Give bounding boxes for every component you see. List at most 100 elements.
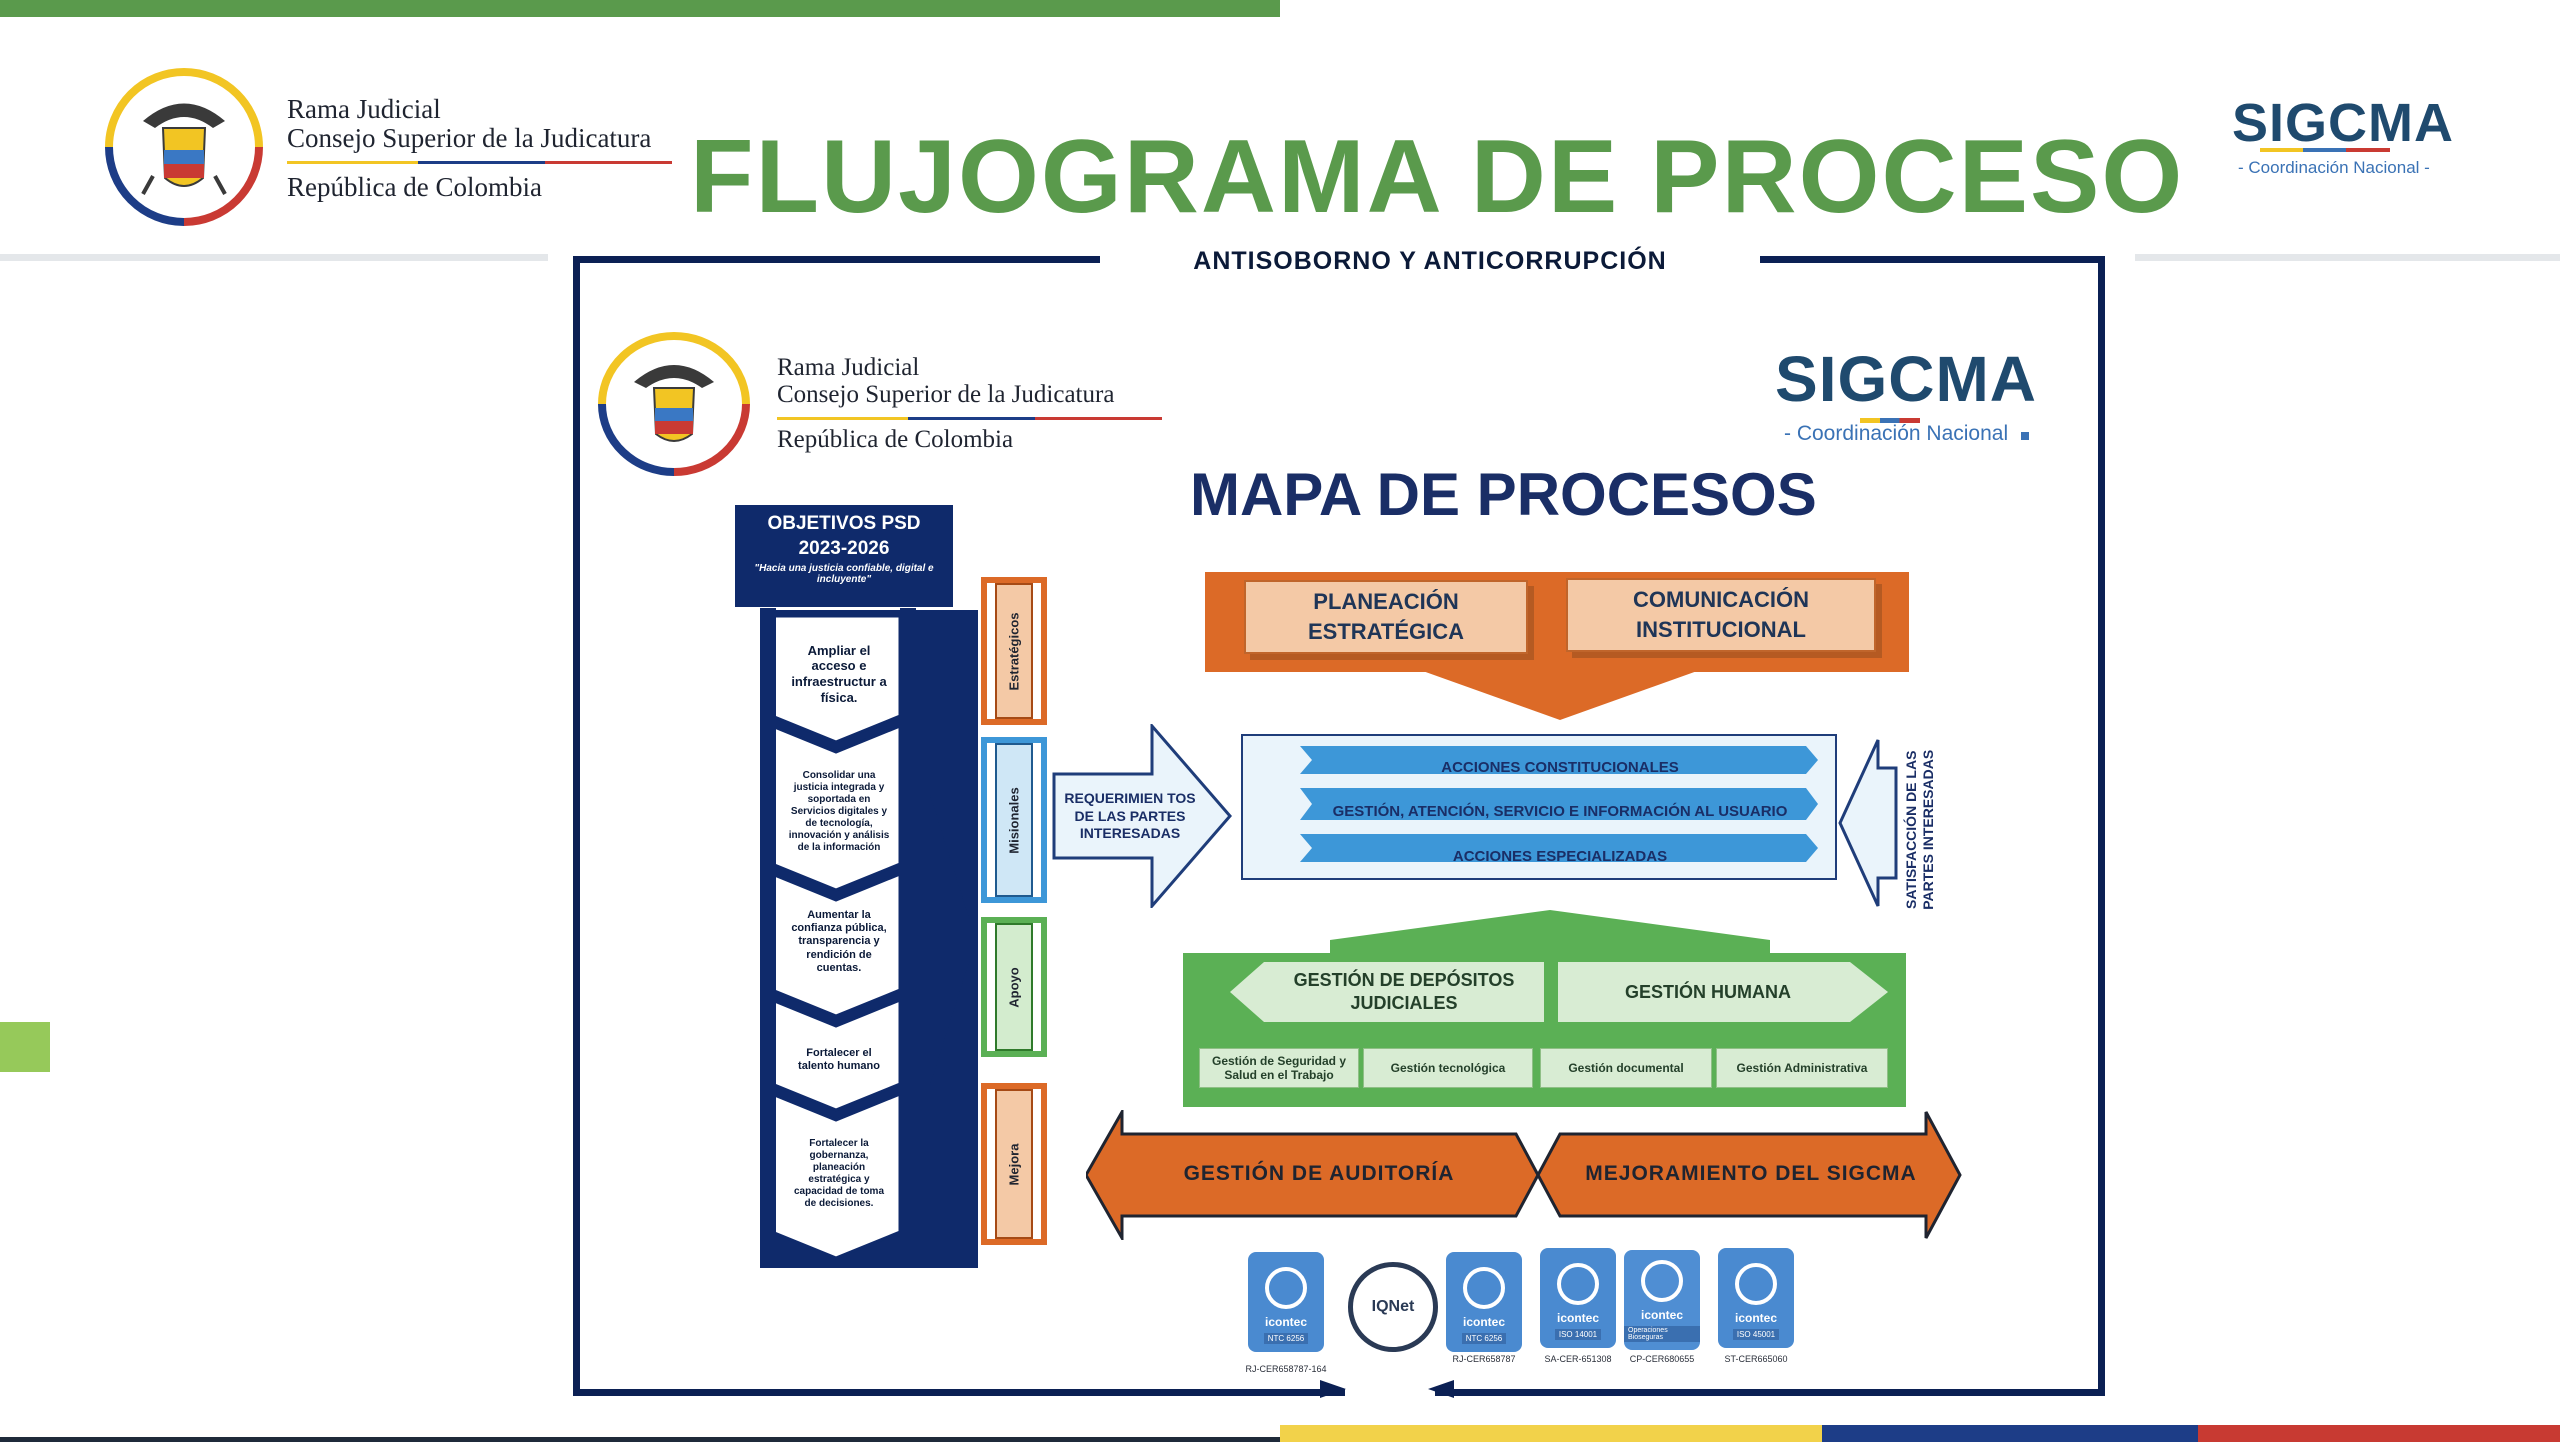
certification-icon xyxy=(1265,1267,1307,1309)
divider-left xyxy=(0,254,548,261)
missional-process-1: ACCIONES CONSTITUCIONALES xyxy=(1441,759,1679,776)
satisfaction-label: SATISFACCIÓN DE LAS PARTES INTERESADAS xyxy=(1903,750,1937,910)
cert-standard-4: ISO 14001 xyxy=(1554,1329,1602,1340)
certification-icon xyxy=(1641,1260,1683,1302)
map-sigcma-logo-text: SIGCMA xyxy=(1775,343,2037,415)
cert-badge-5: icontec Operaciones Bioseguras xyxy=(1624,1250,1700,1350)
category-improvement: Mejora xyxy=(981,1083,1047,1245)
cert-badge-2: IQNet xyxy=(1348,1262,1438,1352)
cert-badge-3: icontec NTC 6256 xyxy=(1446,1252,1522,1352)
process-gestion-humana: GESTIÓN HUMANA xyxy=(1625,981,1791,1002)
flag-stripe-blue xyxy=(1822,1425,2198,1442)
satisfaction-label-wrap: SATISFACCIÓN DE LAS PARTES INTERESADAS xyxy=(1892,745,1948,915)
objective-item-5: Fortalecer la gobernanza, planeación est… xyxy=(793,1138,885,1209)
cert-standard-3: NTC 6256 xyxy=(1461,1333,1507,1344)
frame-arrow-right-icon xyxy=(1428,1380,1454,1398)
objective-item-4: Fortalecer el talento humano xyxy=(798,1046,880,1072)
cert-name-4: icontec xyxy=(1556,1311,1599,1325)
subprocess-seguridad-salud: Gestión de Seguridad y Salud en el Traba… xyxy=(1199,1048,1359,1088)
cert-badge-1: icontec NTC 6256 xyxy=(1248,1252,1324,1352)
cert-badge-4: icontec ISO 14001 xyxy=(1540,1248,1616,1348)
missional-process-3: ACCIONES ESPECIALIZADAS xyxy=(1452,848,1668,865)
subprocess-gestion-tecnologica: Gestión tecnológica xyxy=(1363,1048,1533,1088)
map-brand-line-1: Rama Judicial xyxy=(777,354,920,381)
process-planeacion-estrategica: PLANEACIÓN ESTRATÉGICA xyxy=(1244,580,1528,654)
certification-icon xyxy=(1557,1263,1599,1305)
missional-process-2: GESTIÓN, ATENCIÓN, SERVICIO E INFORMACIÓ… xyxy=(1332,803,1788,820)
map-sigcma-flag-rule xyxy=(1860,418,1920,423)
requirements-label: REQUERIMIEN TOS DE LAS PARTES INTERESADA… xyxy=(1064,790,1196,841)
improvement-arrows xyxy=(1086,1110,1962,1240)
subprocess-gestion-documental: Gestión documental xyxy=(1540,1048,1712,1088)
objectives-header: OBJETIVOS PSD 2023-2026 "Hacia una justi… xyxy=(735,505,953,607)
category-strategic-label: Estratégicos xyxy=(1006,611,1022,691)
objective-item-1: Ampliar el acceso e infraestructur a fís… xyxy=(791,642,887,705)
divider-right xyxy=(2135,254,2560,261)
process-gestion-auditoria: GESTIÓN DE AUDITORÍA xyxy=(1183,1162,1455,1185)
objectives-tagline: "Hacia una justicia confiable, digital e… xyxy=(754,563,934,585)
map-sigcma-dot xyxy=(2021,432,2029,440)
category-support-label: Apoyo xyxy=(1006,966,1022,1008)
category-support: Apoyo xyxy=(981,917,1047,1057)
support-up-arrow-icon xyxy=(1330,910,1770,954)
cert-code-5: CP-CER680655 xyxy=(1629,1354,1695,1364)
brand-line-3: República de Colombia xyxy=(287,172,542,202)
side-accent-square xyxy=(0,1022,50,1072)
sigcma-logo-text: SIGCMA xyxy=(2232,93,2454,153)
cert-code-6: ST-CER665060 xyxy=(1724,1354,1788,1364)
brand-line-2: Consejo Superior de la Judicatura xyxy=(287,123,652,153)
category-missional: Misionales xyxy=(981,737,1047,903)
objectives-arrow-icon xyxy=(916,795,976,1085)
objective-item-2: Consolidar una justicia integrada y sopo… xyxy=(788,770,890,853)
brand-flag-rule xyxy=(287,161,672,164)
cert-name-6: icontec xyxy=(1734,1311,1777,1325)
process-mejoramiento-sigcma: MEJORAMIENTO DEL SIGCMA xyxy=(1585,1162,1917,1185)
cert-code-3: RJ-CER658787 xyxy=(1452,1354,1516,1364)
page-title: FLUJOGRAMA DE PROCESO xyxy=(690,119,2185,235)
flag-stripe-yellow xyxy=(1280,1425,1822,1442)
cert-standard-5: Operaciones Bioseguras xyxy=(1624,1326,1700,1342)
cert-name-3: icontec xyxy=(1462,1315,1505,1329)
subprocess-gestion-administrativa: Gestión Administrativa xyxy=(1716,1048,1888,1088)
map-coat-of-arms-logo xyxy=(592,330,756,478)
cert-standard-1: NTC 6256 xyxy=(1263,1333,1309,1344)
category-strategic: Estratégicos xyxy=(981,577,1047,725)
missional-chevron-bands xyxy=(1300,746,1818,862)
process-comunicacion-institucional: COMUNICACIÓN INSTITUCIONAL xyxy=(1566,578,1876,652)
map-brand-line-3: República de Colombia xyxy=(777,426,1014,453)
category-improvement-label: Mejora xyxy=(1006,1143,1022,1185)
category-missional-label: Misionales xyxy=(1006,786,1022,854)
frame-bottom-gap xyxy=(1345,1380,1435,1402)
certification-icon xyxy=(1463,1267,1505,1309)
objectives-title-line-1: OBJETIVOS PSD xyxy=(767,513,921,534)
cert-name-5: icontec xyxy=(1640,1308,1683,1322)
cert-code-4: SA-CER-651308 xyxy=(1544,1354,1612,1364)
brand-line-1: Rama Judicial xyxy=(287,94,441,124)
frame-title: ANTISOBORNO Y ANTICORRUPCIÓN xyxy=(1100,243,1760,279)
coat-of-arms-logo xyxy=(103,66,265,228)
sigcma-flag-rule xyxy=(2260,148,2390,152)
map-sigcma-subtitle: - Coordinación Nacional xyxy=(1784,422,2009,445)
cert-code-1: RJ-CER658787-164 xyxy=(1245,1364,1327,1374)
top-accent-bar xyxy=(0,0,1280,17)
map-brand-line-2: Consejo Superior de la Judicatura xyxy=(777,381,1115,408)
objectives-column-spine xyxy=(760,608,776,1262)
sigcma-subtitle: - Coordinación Nacional - xyxy=(2238,158,2430,177)
flag-stripe-red xyxy=(2198,1425,2560,1442)
cert-name-1: icontec xyxy=(1264,1315,1307,1329)
frame-arrow-left-icon xyxy=(1320,1380,1346,1398)
requirements-arrow-icon xyxy=(1052,724,1232,908)
satisfaction-arrow-icon xyxy=(1838,739,1898,907)
process-gestion-depositos-judiciales: GESTIÓN DE DEPÓSITOS JUDICIALES xyxy=(1293,969,1515,1013)
map-brand-flag-rule xyxy=(777,417,1162,420)
objectives-column-right-edge xyxy=(900,608,916,1262)
certification-icon xyxy=(1735,1263,1777,1305)
strategic-down-arrow-icon xyxy=(1420,670,1700,720)
objective-item-3: Aumentar la confianza pública, transpare… xyxy=(791,909,887,974)
map-title: MAPA DE PROCESOS xyxy=(1190,461,1817,528)
support-chevrons xyxy=(1230,962,1888,1022)
cert-standard-6: ISO 45001 xyxy=(1732,1329,1780,1340)
cert-badge-6: icontec ISO 45001 xyxy=(1718,1248,1794,1348)
objectives-title-line-2: 2023-2026 xyxy=(798,538,890,559)
cert-name-2: IQNet xyxy=(1371,1298,1415,1315)
